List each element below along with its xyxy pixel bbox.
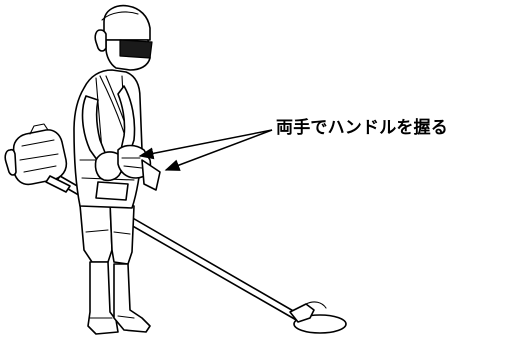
cutting-head (289, 301, 347, 334)
callout-arrow-icon (138, 129, 273, 160)
callout-caption: 両手でハンドルを握る (276, 118, 448, 138)
worker-head (94, 4, 153, 71)
engine-unit (4, 123, 71, 193)
worker-arms (81, 85, 136, 165)
worker-legs (79, 201, 151, 335)
callout-arrow-icon (164, 129, 273, 171)
callout-arrows (138, 129, 273, 171)
